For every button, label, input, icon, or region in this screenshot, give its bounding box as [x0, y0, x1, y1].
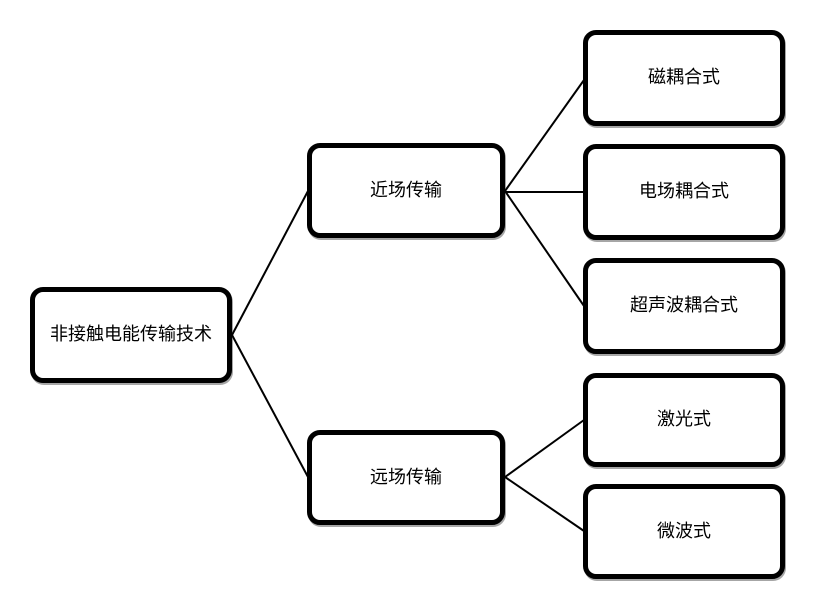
leaf-node-label: 磁耦合式: [648, 67, 720, 88]
root-node: 非接触电能传输技术: [30, 287, 232, 383]
branch-node-label: 近场传输: [370, 179, 442, 200]
leaf-node-label: 微波式: [657, 520, 711, 541]
connector-line: [231, 190, 309, 336]
connector-line: [504, 476, 585, 532]
leaf-node-microwave: 微波式: [583, 484, 785, 579]
leaf-node-ultrasonic-coupling: 超声波耦合式: [583, 258, 785, 354]
branch-node-near-field: 近场传输: [307, 143, 505, 238]
leaf-node-label: 激光式: [657, 409, 711, 430]
leaf-node-laser: 激光式: [583, 373, 785, 467]
leaf-node-label: 超声波耦合式: [630, 295, 738, 316]
connector-line: [504, 190, 585, 307]
leaf-node-magnetic-coupling: 磁耦合式: [583, 30, 785, 126]
connector-line: [504, 79, 585, 192]
branch-node-far-field: 远场传输: [307, 430, 505, 525]
leaf-node-electric-field-coupling: 电场耦合式: [583, 144, 785, 240]
root-node-label: 非接触电能传输技术: [50, 324, 212, 345]
leaf-node-label: 电场耦合式: [639, 181, 729, 202]
connector-line: [231, 334, 309, 478]
branch-node-label: 远场传输: [370, 466, 442, 487]
connector-line: [504, 419, 585, 478]
